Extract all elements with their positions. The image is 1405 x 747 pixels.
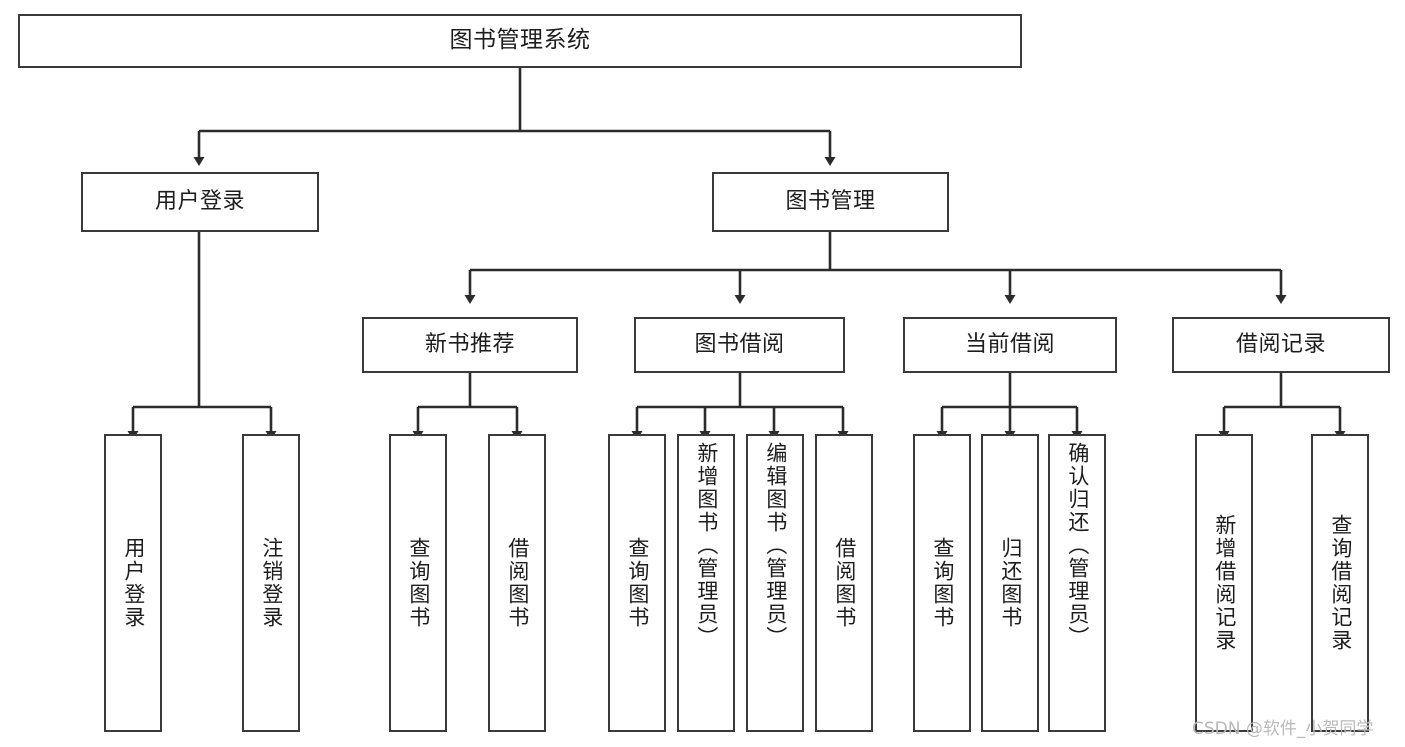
node-label: 图书管理 — [785, 188, 876, 214]
node-label: 查询图书 — [406, 537, 431, 629]
node-label: 编辑图书（管理员） — [763, 442, 788, 649]
node-label: 用户登录 — [121, 537, 146, 629]
node-label: 确认归还（管理员） — [1065, 442, 1090, 649]
leaf-borrow-add-book-admin[interactable]: 新增图书（管理员） — [677, 434, 735, 732]
node-label: 当前借阅 — [964, 331, 1055, 357]
node-label: 新增图书（管理员） — [694, 442, 719, 649]
node-book-borrow[interactable]: 图书借阅 — [634, 317, 845, 373]
node-label: 图书管理系统 — [449, 27, 591, 54]
leaf-user-logout[interactable]: 注销登录 — [242, 434, 300, 732]
node-borrow-record[interactable]: 借阅记录 — [1172, 317, 1390, 373]
node-label: 新增借阅记录 — [1212, 514, 1237, 652]
node-label: 借阅图书 — [832, 537, 857, 629]
node-user-login[interactable]: 用户登录 — [81, 172, 319, 232]
node-label: 借阅图书 — [505, 537, 530, 629]
node-current-borrow[interactable]: 当前借阅 — [903, 317, 1117, 373]
node-label: 用户登录 — [154, 188, 245, 214]
node-label: 新书推荐 — [424, 331, 515, 357]
node-label: 借阅记录 — [1235, 331, 1326, 357]
node-label: 查询借阅记录 — [1328, 514, 1353, 652]
leaf-current-query-book[interactable]: 查询图书 — [913, 434, 971, 732]
leaf-recommend-borrow-book[interactable]: 借阅图书 — [488, 434, 546, 732]
node-root-system[interactable]: 图书管理系统 — [18, 14, 1022, 68]
node-book-management[interactable]: 图书管理 — [712, 172, 949, 232]
node-label: 归还图书 — [998, 537, 1023, 629]
leaf-record-add-borrow-record[interactable]: 新增借阅记录 — [1195, 434, 1253, 732]
leaf-borrow-borrow-book[interactable]: 借阅图书 — [815, 434, 873, 732]
csdn-watermark: CSDN @软件_小贺同学 — [1192, 719, 1374, 739]
node-label: 图书借阅 — [694, 331, 785, 357]
leaf-record-query-borrow-record[interactable]: 查询借阅记录 — [1311, 434, 1369, 732]
leaf-borrow-edit-book-admin[interactable]: 编辑图书（管理员） — [746, 434, 804, 732]
leaf-recommend-query-book[interactable]: 查询图书 — [389, 434, 447, 732]
node-label: 查询图书 — [930, 537, 955, 629]
leaf-user-login-do[interactable]: 用户登录 — [104, 434, 162, 732]
node-label: 注销登录 — [259, 537, 284, 629]
leaf-borrow-query-book[interactable]: 查询图书 — [608, 434, 666, 732]
leaf-current-confirm-return-admin[interactable]: 确认归还（管理员） — [1048, 434, 1106, 732]
leaf-current-return-book[interactable]: 归还图书 — [981, 434, 1039, 732]
node-new-book-recommend[interactable]: 新书推荐 — [362, 317, 578, 373]
node-label: 查询图书 — [625, 537, 650, 629]
